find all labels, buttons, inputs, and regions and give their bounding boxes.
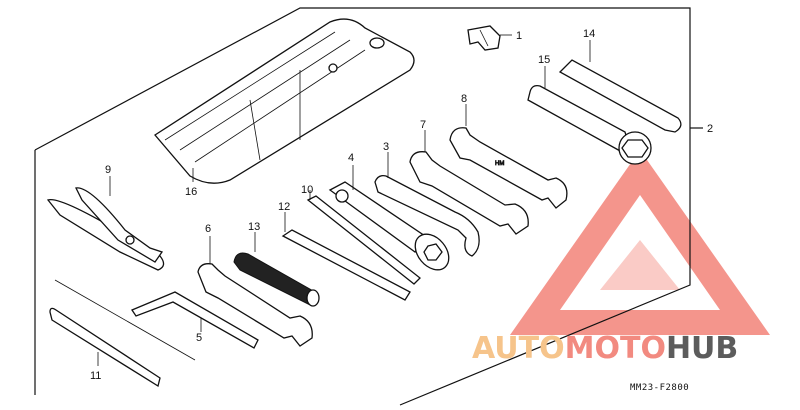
open-wrench-8: HM: [449, 104, 568, 209]
watermark-moto: MOTO: [565, 331, 666, 366]
callout-1: 1: [516, 30, 522, 42]
watermark-logo: AUTOMOTOHUB: [472, 331, 738, 366]
callout-3: 3: [383, 141, 389, 153]
callout-5: 5: [196, 332, 202, 344]
callout-6: 6: [205, 223, 211, 235]
box-spanner: [328, 165, 450, 271]
callout-13: 13: [248, 221, 260, 233]
callout-12: 12: [278, 201, 290, 213]
diagram-code: MM23-F2800: [630, 383, 689, 393]
screwdriver-12: [281, 212, 411, 301]
watermark-hub: HUB: [666, 331, 738, 366]
tool-bag: [154, 18, 415, 184]
watermark-triangle: [510, 150, 770, 335]
frame-outline: [34, 7, 703, 406]
callout-9: 9: [105, 164, 111, 176]
svg-text:AUTOMOTOHUB: AUTOMOTOHUB: [472, 331, 738, 366]
open-wrench-7: [409, 130, 529, 235]
callouts: 1 2 3 4 5 6 7 8 9 10 11 12 13 14 15 16: [90, 28, 713, 382]
callout-16: 16: [185, 186, 197, 198]
callout-10: 10: [301, 184, 313, 196]
callout-15: 15: [538, 54, 550, 66]
callout-7: 7: [420, 119, 426, 131]
box-wrench: [527, 66, 652, 165]
callout-4: 4: [348, 152, 354, 164]
grip-sleeve: [558, 40, 682, 133]
screwdriver-11: [49, 279, 196, 388]
callout-14: 14: [583, 28, 595, 40]
watermark-auto: AUTO: [472, 331, 565, 366]
hex-key: [131, 291, 259, 349]
clip-part: [467, 25, 512, 51]
svg-text:HM: HM: [495, 161, 504, 167]
spanner-bar: [306, 190, 421, 285]
pliers: [46, 176, 165, 271]
callout-11: 11: [90, 370, 101, 382]
open-wrench-6: [197, 236, 313, 347]
pin-spanner: [374, 152, 480, 257]
callout-8: 8: [461, 93, 467, 105]
screwdriver-handle: [233, 232, 320, 307]
callout-2: 2: [707, 123, 713, 135]
